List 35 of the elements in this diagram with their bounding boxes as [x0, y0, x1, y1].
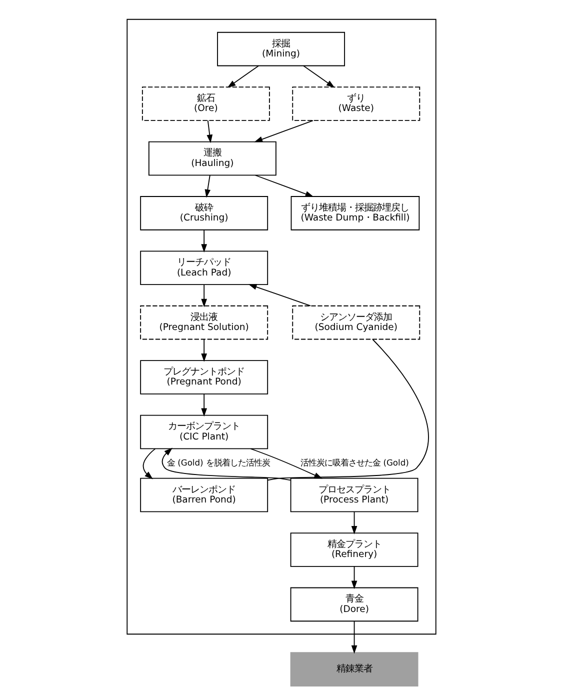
arrow	[201, 394, 207, 417]
node-box: シアンソーダ添加 (Sodium Cyanide)	[292, 305, 420, 340]
node-box: 浸出液 (Pregnant Solution)	[140, 305, 268, 340]
node-box: リーチパッド (Leach Pad)	[140, 250, 268, 286]
arrow	[162, 448, 291, 481]
arrow	[201, 229, 207, 252]
node-box: バーレンポンド (Barren Pond)	[140, 478, 268, 512]
node-box: ずり (Waste)	[292, 86, 420, 121]
edge-label: 活性炭に吸着させた金 (Gold)	[300, 458, 409, 468]
node-box: 採掘 (Mining)	[217, 32, 346, 66]
arrow	[227, 65, 259, 88]
arrow	[201, 284, 207, 308]
node-box: 鉱石 (Ore)	[142, 86, 270, 121]
node-box: 破砕 (Crushing)	[140, 196, 268, 230]
arrow	[204, 174, 211, 198]
node-box: プロセスプラント (Process Plant)	[290, 478, 418, 512]
node-box: プレグナントポンド (Pregnant Pond)	[140, 360, 268, 394]
arrow	[254, 174, 314, 197]
node-box: カーボンプラント (CIC Plant)	[140, 414, 268, 450]
arrow	[351, 566, 358, 590]
edge-label: 金 (Gold) を脱着した活性炭	[166, 458, 270, 468]
arrow	[351, 620, 358, 654]
cluster	[126, 18, 436, 635]
node-box: 青金 (Dore)	[290, 587, 418, 622]
arrow	[206, 120, 213, 144]
node-box: 精金プラント (Refinery)	[290, 532, 418, 567]
node-box: 運搬 (Hauling)	[148, 141, 276, 176]
arrow	[254, 120, 314, 142]
arrow	[351, 511, 358, 534]
arrow	[248, 284, 312, 306]
arrow	[201, 338, 207, 362]
arrow	[142, 448, 156, 480]
node-box: 精錬業者	[290, 652, 418, 686]
arrow	[303, 65, 335, 88]
node-box: ずり堆積場・採掘跡埋戻し (Waste Dump・Backfill)	[290, 196, 420, 230]
